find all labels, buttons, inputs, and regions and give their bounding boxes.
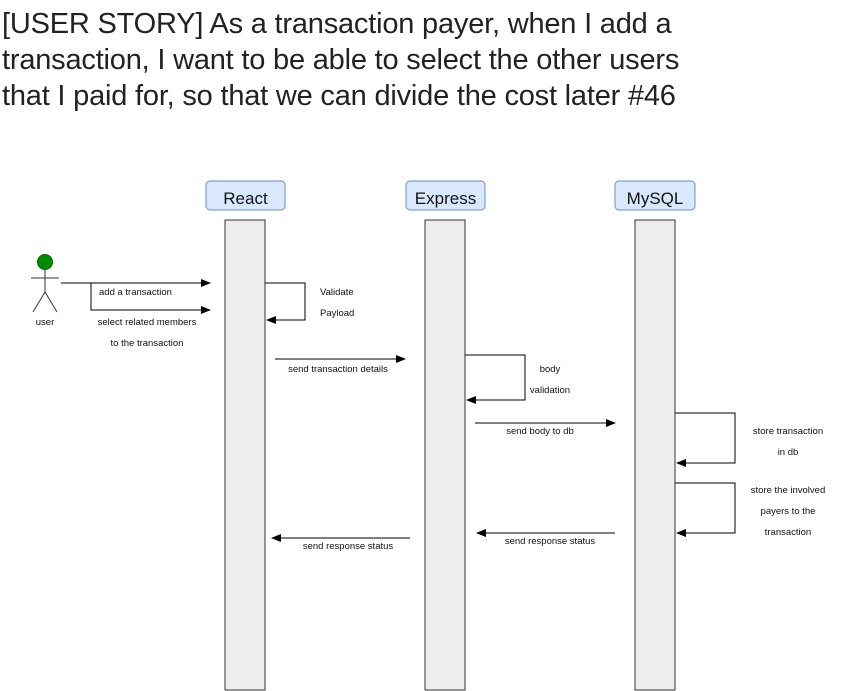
label-response-express: send response status bbox=[303, 541, 394, 552]
lifeline-react bbox=[224, 219, 266, 691]
participant-mysql: MySQL bbox=[614, 180, 696, 211]
label-validate-2: Payload bbox=[320, 308, 354, 319]
label-store-payers-1: store the involved bbox=[751, 485, 825, 496]
participant-react: React bbox=[205, 180, 286, 211]
page-title: [USER STORY] As a transaction payer, whe… bbox=[2, 8, 680, 112]
actor-label: user bbox=[36, 317, 54, 328]
arrow-store-transaction bbox=[675, 412, 736, 467]
label-select-members-2: to the transaction bbox=[111, 338, 184, 349]
label-store-transaction-2: in db bbox=[778, 447, 799, 458]
lifeline-mysql bbox=[634, 219, 676, 691]
label-body-validation-1: body bbox=[540, 364, 561, 375]
lifeline-express bbox=[424, 219, 466, 691]
label-body-validation-2: validation bbox=[530, 385, 570, 396]
participant-label-mysql: MySQL bbox=[627, 189, 684, 208]
label-response-mysql: send response status bbox=[505, 536, 596, 547]
label-send-body-to-db: send body to db bbox=[506, 426, 574, 437]
label-store-payers-2: payers to the bbox=[761, 506, 816, 517]
label-store-transaction-1: store transaction bbox=[753, 426, 823, 437]
arrow-validate-payload bbox=[265, 282, 306, 324]
label-validate-1: Validate bbox=[320, 287, 354, 298]
label-select-members-1: select related members bbox=[98, 317, 197, 328]
arrow-select-members bbox=[90, 283, 211, 314]
label-send-transaction-details: send transaction details bbox=[288, 364, 388, 375]
arrow-store-payers bbox=[675, 482, 736, 537]
arrow-body-validation bbox=[465, 354, 526, 404]
participant-express: Express bbox=[405, 180, 486, 211]
label-store-payers-3: transaction bbox=[765, 527, 811, 538]
label-add-transaction: add a transaction bbox=[99, 287, 172, 298]
participant-label-express: Express bbox=[415, 189, 476, 208]
stick-figure-icon bbox=[31, 254, 59, 313]
participant-label-react: React bbox=[223, 189, 268, 208]
